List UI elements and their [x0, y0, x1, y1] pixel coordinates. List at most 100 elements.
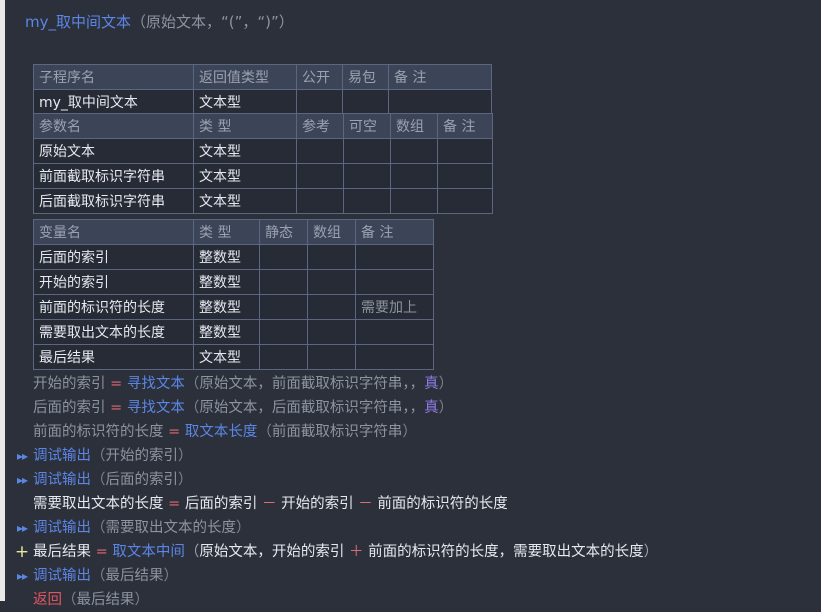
cell-param-note[interactable] [437, 138, 493, 164]
function-name: 寻找文本 [126, 376, 185, 392]
breakpoint-plus-marker-icon[interactable]: + [14, 542, 30, 562]
cell-note[interactable] [388, 89, 492, 115]
assign-target: 最后结果 [33, 544, 91, 560]
paren-open: （ [184, 400, 200, 416]
cell-var-name[interactable]: 最后结果 [33, 344, 194, 370]
cell-byref[interactable] [296, 188, 344, 214]
cell-var-note[interactable]: 需要加上 [355, 294, 434, 320]
cell-var-type[interactable]: 文本型 [193, 344, 260, 370]
call-arguments: 原始文本，前面截取标识字符串，， [199, 376, 425, 392]
cell-var-name[interactable]: 开始的索引 [33, 269, 194, 295]
code-line[interactable]: 开始的索引 = 寻找文本（原始文本，前面截取标识字符串，，真） [5, 372, 821, 396]
col-header-param-type: 类 型 [193, 113, 297, 139]
cell-var-note[interactable] [355, 269, 434, 295]
cell-var-type[interactable]: 整数型 [193, 319, 260, 345]
cell-array[interactable] [390, 138, 438, 164]
call-arguments: 原始文本，后面截取标识字符串，， [199, 400, 425, 416]
col-header-var-name: 变量名 [33, 219, 194, 245]
cell-nullable[interactable] [343, 188, 391, 214]
cell-byref[interactable] [296, 163, 344, 189]
cell-byref[interactable] [296, 138, 344, 164]
operand-a: 后面的索引 [184, 496, 258, 512]
cell-param-name[interactable]: 后面截取标识字符串 [33, 188, 194, 214]
cell-var-array[interactable] [307, 294, 356, 320]
cell-param-name[interactable]: 前面截取标识字符串 [33, 163, 194, 189]
col-header-var-array: 数组 [307, 219, 356, 245]
table-row[interactable]: 需要取出文本的长度 整数型 [33, 319, 434, 345]
cell-param-note[interactable] [437, 163, 493, 189]
cell-var-name[interactable]: 后面的索引 [33, 244, 194, 270]
cell-var-array[interactable] [307, 269, 356, 295]
table-row[interactable]: 开始的索引 整数型 [33, 269, 434, 295]
cell-var-note[interactable] [355, 244, 434, 270]
function-name: 调试输出 [33, 448, 91, 464]
cell-static[interactable] [259, 269, 308, 295]
function-name: 取文本长度 [184, 424, 258, 440]
cell-nullable[interactable] [343, 163, 391, 189]
col-header-param-name: 参数名 [33, 113, 194, 139]
paren-close: ） [643, 544, 659, 560]
code-line[interactable]: ▸▸ 调试输出（需要取出文本的长度） [5, 516, 821, 540]
procedure-definition-table[interactable]: 子程序名 返回值类型 公开 易包 备 注 my_取中间文本 文本型 [33, 64, 492, 115]
code-line[interactable]: 返回（最后结果） [5, 588, 821, 612]
table-row[interactable]: 后面的索引 整数型 [33, 244, 434, 270]
cell-var-array[interactable] [307, 344, 356, 370]
cell-proc-name[interactable]: my_取中间文本 [33, 89, 194, 115]
cell-easypack[interactable] [342, 89, 389, 115]
paren-close: ） [163, 568, 179, 584]
cell-param-note[interactable] [437, 188, 493, 214]
table-row[interactable]: 原始文本 文本型 [33, 138, 493, 164]
cell-static[interactable] [259, 294, 308, 320]
assign-target: 需要取出文本的长度 [33, 496, 164, 512]
paren-close: ） [134, 592, 150, 608]
cell-public[interactable] [296, 89, 343, 115]
code-line[interactable]: 后面的索引 = 寻找文本（原始文本，后面截取标识字符串，，真） [5, 396, 821, 420]
cell-var-array[interactable] [307, 319, 356, 345]
code-line[interactable]: 需要取出文本的长度 = 后面的索引 － 开始的索引 － 前面的标识符的长度 [5, 492, 821, 516]
table-row[interactable]: 最后结果 文本型 [33, 344, 434, 370]
col-header-proc-name: 子程序名 [33, 64, 194, 90]
variable-table[interactable]: 变量名 类 型 静态 数组 备 注 后面的索引 整数型 开始的索引 整数型 [33, 219, 434, 370]
cell-var-note[interactable] [355, 344, 434, 370]
code-line[interactable]: 前面的标识符的长度 = 取文本长度（前面截取标识字符串） [5, 420, 821, 444]
function-name: 寻找文本 [126, 400, 185, 416]
code-line[interactable]: + 最后结果 = 取文本中间（原始文本，开始的索引 ＋ 前面的标识符的长度，需要… [5, 540, 821, 564]
call-arguments: 最后结果 [76, 592, 135, 608]
col-header-byref: 参考 [296, 113, 344, 139]
cell-param-type[interactable]: 文本型 [193, 188, 297, 214]
cell-array[interactable] [390, 188, 438, 214]
cell-var-note[interactable] [355, 319, 434, 345]
table-row[interactable]: my_取中间文本 文本型 [33, 89, 492, 115]
code-line[interactable]: ▸▸ 调试输出（开始的索引） [5, 444, 821, 468]
cell-var-type[interactable]: 整数型 [193, 294, 260, 320]
operand-b: 开始的索引 [281, 496, 354, 512]
cell-nullable[interactable] [343, 138, 391, 164]
cell-var-array[interactable] [307, 244, 356, 270]
table-row[interactable]: 前面截取标识字符串 文本型 [33, 163, 493, 189]
call-arguments: 后面的索引 [105, 472, 179, 488]
table-row[interactable]: 后面截取标识字符串 文本型 [33, 188, 493, 214]
cell-var-name[interactable]: 前面的标识符的长度 [33, 294, 194, 320]
code-line[interactable]: ▸▸ 调试输出（后面的索引） [5, 468, 821, 492]
cell-var-type[interactable]: 整数型 [193, 244, 260, 270]
function-name: 调试输出 [33, 568, 91, 584]
parameter-table[interactable]: 参数名 类 型 参考 可空 数组 备 注 原始文本 文本型 前面截取标识字符串 [33, 113, 493, 214]
cell-var-type[interactable]: 整数型 [193, 269, 260, 295]
bool-literal: 真 [424, 376, 439, 392]
paren-close: ） [402, 424, 417, 440]
code-line[interactable]: ▸▸ 调试输出（最后结果） [5, 564, 821, 588]
cell-param-type[interactable]: 文本型 [193, 138, 297, 164]
cell-param-type[interactable]: 文本型 [193, 163, 297, 189]
debug-output-marker-icon: ▸▸ [16, 449, 28, 463]
cell-array[interactable] [390, 163, 438, 189]
table-row[interactable]: 前面的标识符的长度 整数型 需要加上 [33, 294, 434, 320]
cell-static[interactable] [259, 344, 308, 370]
paren-close: ） [236, 520, 251, 536]
cell-return-type[interactable]: 文本型 [193, 89, 297, 115]
cell-var-name[interactable]: 需要取出文本的长度 [33, 319, 194, 345]
cell-param-name[interactable]: 原始文本 [33, 138, 194, 164]
cell-static[interactable] [259, 319, 308, 345]
operand-c: 前面的标识符的长度 [377, 496, 508, 512]
assign-target: 后面的索引 [33, 400, 106, 416]
cell-static[interactable] [259, 244, 308, 270]
